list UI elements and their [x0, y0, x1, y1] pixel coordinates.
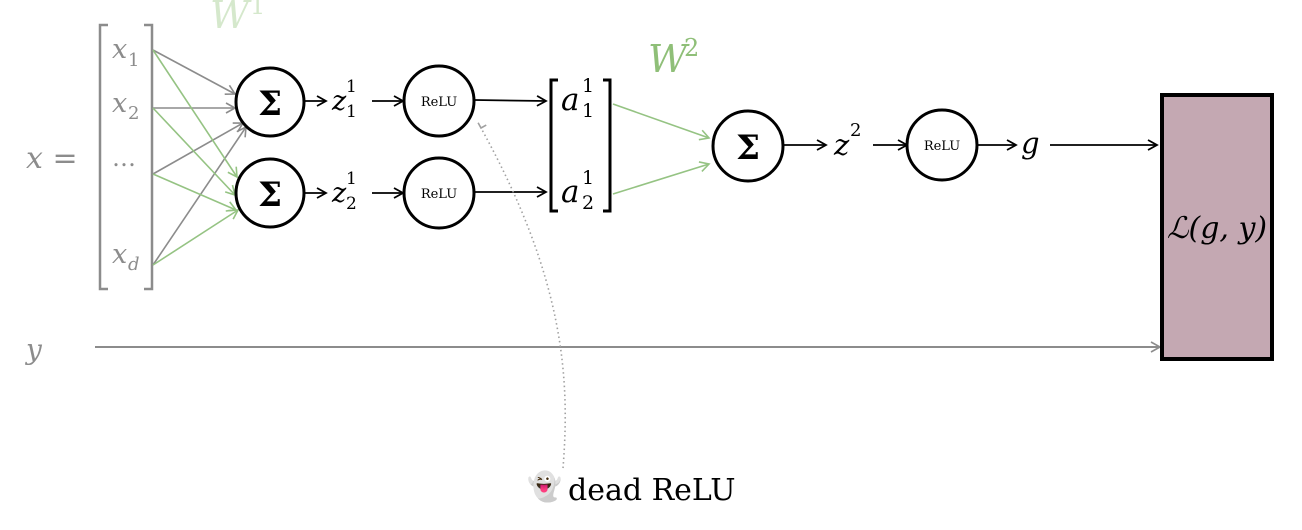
edge-x1-sum1 — [152, 49, 237, 95]
dead-relu-annotation: 👻 dead ReLU — [527, 469, 736, 508]
dead-relu-pointer — [477, 122, 567, 469]
weight1-base: W — [210, 0, 252, 37]
input-entry-xd: x d — [112, 239, 140, 275]
svg-text:z: z — [331, 178, 347, 209]
relu-label: ReLU — [421, 95, 457, 110]
weight1-label: W 1 — [210, 0, 265, 37]
svg-text:z: z — [331, 86, 347, 117]
edge-relu1-a1 — [474, 95, 548, 107]
input-bracket-left — [98, 23, 108, 291]
edge-x2-sum2 — [152, 107, 237, 197]
svg-text:1: 1 — [582, 75, 594, 97]
weight2-label: W 2 — [648, 34, 699, 81]
output-g: g — [1021, 126, 1040, 160]
loss-box: ℒ(g, y) — [1160, 93, 1274, 361]
sum-symbol: Σ — [258, 84, 282, 124]
activation-bracket-right — [603, 78, 612, 213]
weight1-sup: 1 — [250, 0, 265, 20]
svg-text:a: a — [561, 174, 579, 210]
preactivation-z1: z 1 1 — [331, 77, 357, 122]
input-entry-x1: x 1 — [112, 34, 139, 71]
preactivation-z2: z 1 2 — [331, 169, 357, 214]
input-bracket-right — [144, 23, 154, 291]
edge-x1-sum2 — [152, 49, 238, 179]
svg-text:2: 2 — [346, 194, 357, 214]
activation-bracket-left — [549, 78, 558, 213]
svg-text:1: 1 — [346, 102, 357, 122]
relu-label: ReLU — [924, 139, 960, 154]
input-entry-x2: x 2 — [112, 88, 139, 124]
loss-symbol: ℒ — [1167, 211, 1190, 246]
svg-text:d: d — [128, 254, 140, 275]
relu-node-2: ReLU — [402, 156, 476, 230]
edge-a2-sum-out — [612, 161, 711, 195]
target-y: y — [24, 333, 43, 366]
input-entry-ellipsis: … — [112, 144, 136, 172]
preactivation-z-out: z 2 — [833, 120, 861, 162]
relu-node-out: ReLU — [905, 108, 979, 182]
hidden-sum-node-2: Σ — [234, 157, 306, 229]
weight2-sup: 2 — [684, 34, 699, 62]
svg-text:1: 1 — [346, 169, 357, 189]
svg-text:1: 1 — [582, 167, 594, 189]
edge-a1-sum-out — [612, 103, 711, 141]
svg-text:2: 2 — [582, 192, 594, 214]
dead-relu-text: dead ReLU — [568, 473, 736, 508]
relu-label: ReLU — [421, 187, 457, 202]
svg-text:2: 2 — [850, 120, 861, 141]
svg-text:1: 1 — [346, 77, 357, 97]
activation-a2: a 1 2 — [561, 167, 594, 214]
edge-xd-sum1 — [152, 125, 247, 266]
input-vector: x 1 x 2 … x d — [98, 23, 154, 291]
svg-text:1: 1 — [582, 100, 594, 122]
svg-text:1: 1 — [128, 50, 139, 71]
sum-symbol: Σ — [736, 128, 760, 168]
input-lhs: x = — [26, 141, 78, 176]
activation-a1: a 1 1 — [561, 75, 594, 122]
svg-text:z: z — [833, 128, 850, 162]
edge-xd-sum2 — [152, 209, 240, 266]
hidden-sum-node-1: Σ — [234, 66, 306, 138]
svg-text:x: x — [112, 88, 127, 119]
svg-text:x: x — [112, 34, 127, 65]
edge-xdots-sum2 — [152, 173, 238, 212]
svg-text:a: a — [561, 82, 579, 118]
edge-xdots-sum1 — [152, 122, 245, 175]
svg-text:x: x — [112, 239, 127, 270]
activation-vector: a 1 1 a 1 2 — [549, 75, 612, 214]
loss-args: (g, y) — [1188, 211, 1267, 246]
relu-node-1: ReLU — [402, 64, 476, 138]
svg-text:…: … — [112, 144, 136, 172]
sum-symbol: Σ — [258, 175, 282, 215]
output-sum-node: Σ — [711, 109, 785, 183]
ghost-icon: 👻 — [527, 469, 562, 503]
layer1-edges — [152, 49, 247, 266]
loss-label: ℒ(g, y) — [1167, 211, 1267, 246]
weight2-base: W — [648, 37, 690, 81]
svg-text:2: 2 — [128, 103, 139, 124]
